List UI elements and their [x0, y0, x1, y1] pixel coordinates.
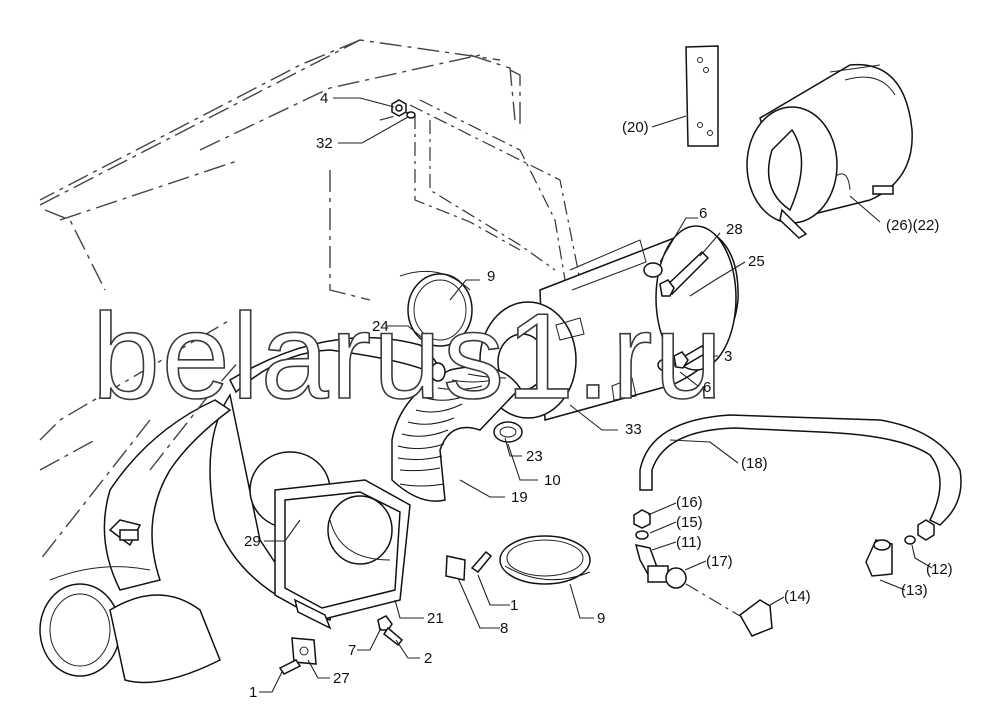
label-2: 2 — [424, 650, 432, 667]
label-24: 24 — [372, 318, 389, 335]
bracket-outline — [379, 99, 581, 281]
clamp-10 — [493, 421, 523, 443]
label-11: (11) — [676, 534, 702, 551]
air-cleaner-small — [746, 63, 913, 239]
label-20: (20) — [622, 119, 649, 136]
label-27: 27 — [333, 670, 350, 687]
label-19: 19 — [511, 489, 528, 506]
label-26-22: (26)(22) — [886, 217, 939, 234]
corrugated-hose — [391, 365, 521, 502]
label-8: 8 — [500, 620, 508, 637]
small-fasteners — [278, 550, 493, 675]
label-14: (14) — [784, 588, 811, 605]
label-16: (16) — [676, 494, 703, 511]
label-9-upper: 9 — [487, 268, 495, 285]
label-18: (18) — [741, 455, 768, 472]
bolt-28 — [659, 250, 710, 297]
mounting-plate — [685, 45, 719, 147]
intake-tube — [39, 566, 221, 684]
label-28: 28 — [726, 221, 743, 238]
label-6-lower: 6 — [703, 379, 711, 396]
inlet-duct — [274, 479, 411, 630]
part-labels: 4 32 (20) (26)(22) 6 28 25 9 24 3 6 33 (… — [244, 90, 953, 701]
label-25: 25 — [748, 253, 765, 270]
label-9-lower: 9 — [597, 610, 605, 627]
label-3: 3 — [724, 348, 732, 365]
label-13: (13) — [901, 582, 928, 599]
label-23: 23 — [526, 448, 543, 465]
leader-lines — [259, 97, 933, 693]
label-7: 7 — [348, 642, 356, 659]
fuel-line-assembly — [633, 414, 962, 637]
watermark: belarus1.ru — [92, 288, 724, 424]
nut-washer-assembly — [391, 99, 416, 119]
label-21: 21 — [427, 610, 444, 627]
label-12: (12) — [926, 561, 953, 578]
bolt-3 — [673, 344, 708, 369]
label-6-upper: 6 — [699, 205, 707, 222]
label-1-right: 1 — [510, 597, 518, 614]
clamp-9-lower — [499, 535, 591, 585]
label-32: 32 — [316, 135, 333, 152]
hose-24 — [229, 336, 446, 394]
label-15: (15) — [676, 514, 703, 531]
label-33: 33 — [625, 421, 642, 438]
label-4: 4 — [320, 90, 328, 107]
label-29: 29 — [244, 533, 261, 550]
label-17: (17) — [706, 553, 733, 570]
tractor-body-outline — [39, 39, 521, 561]
label-10: 10 — [544, 472, 561, 489]
label-1-left: 1 — [249, 684, 257, 701]
